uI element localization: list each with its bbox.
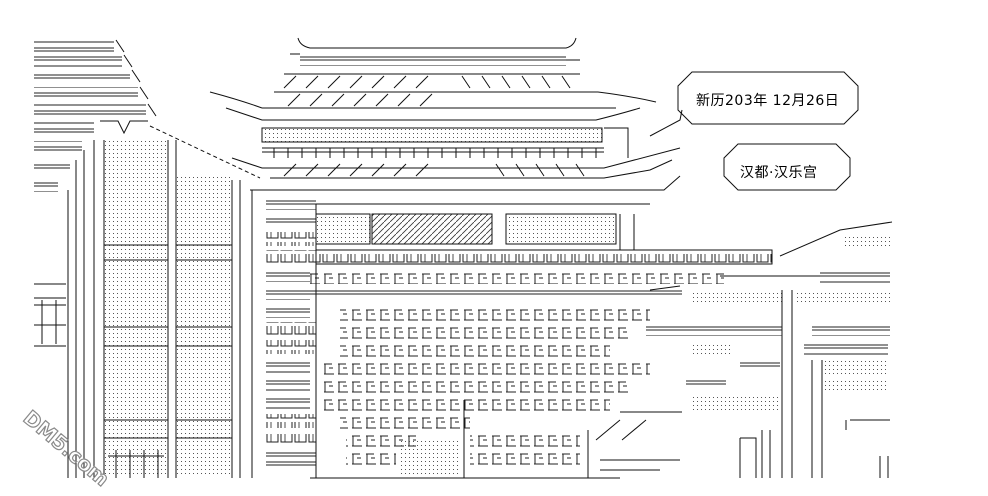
palace-hall [266, 198, 773, 479]
date-caption-frame [677, 71, 859, 125]
left-stepped-building [34, 39, 261, 478]
place-caption: 汉都·汉乐宫 [740, 162, 818, 182]
date-caption: 新历203年 12月26日 [696, 90, 840, 110]
watermark-logo: DM5.com [18, 405, 115, 492]
right-buildings [595, 109, 893, 478]
palace-roof [209, 37, 681, 191]
place-caption-frame [723, 143, 851, 191]
